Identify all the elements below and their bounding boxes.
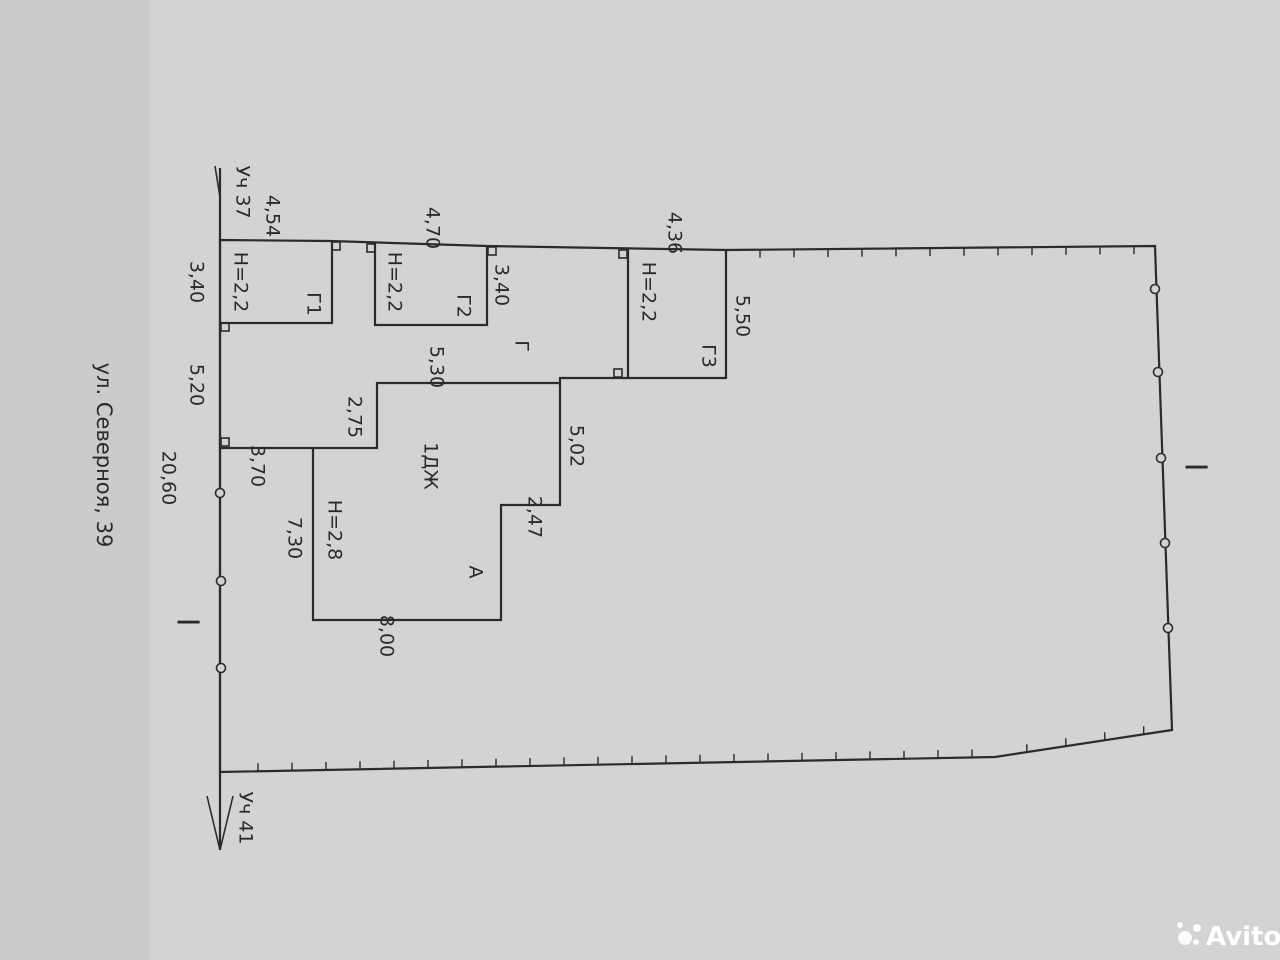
g2-height-label: H=2,2 (384, 252, 406, 312)
plot-boundary (218, 168, 1174, 850)
yard-name-label: Г (511, 340, 533, 352)
g1-height-label: H=2,2 (230, 252, 252, 312)
dim-g2-depth: 3,40 (491, 264, 513, 306)
neighbor-top-label: Уч 37 (232, 165, 254, 218)
g3-height-label: H=2,2 (638, 262, 660, 322)
boundary-posts (214, 283, 1174, 674)
g3-name-label: Г3 (698, 344, 720, 368)
outbuilding-g1 (220, 241, 341, 332)
site-annotations: Уч 37 Уч 41 ул. Северноя, 39 I I (92, 165, 1213, 844)
g1-name-label: Г1 (303, 292, 325, 316)
house-name-label: А (465, 566, 487, 579)
dim-street-frontage: 20,60 (158, 451, 180, 505)
dimension-labels: 4,54 4,70 4,36 3,40 3,40 5,50 5,20 5,30 … (158, 195, 754, 657)
dim-house-step: 2,47 (524, 496, 546, 538)
house-outline (220, 376, 628, 622)
dim-yard-left: 5,20 (186, 364, 208, 406)
avito-watermark: Avito (1177, 922, 1280, 952)
post-marker (1155, 452, 1167, 464)
neighbor-arrow-top (214, 165, 221, 198)
dim-house-right-upper: 5,02 (566, 425, 588, 467)
dim-house-front: 3,70 (247, 445, 269, 487)
section-mark-right: I (1178, 463, 1213, 472)
neighbor-arrow-bottom (206, 795, 234, 851)
dim-top-g1: 4,54 (262, 195, 284, 237)
post-marker (1162, 622, 1174, 634)
house-height-label: H=2,8 (324, 500, 346, 560)
watermark-text: Avito (1206, 922, 1280, 952)
house-code-label: 1ДЖ (420, 442, 442, 490)
plot-outline (218, 238, 1174, 774)
building-labels: H=2,2 Г1 H=2,2 Г2 H=2,2 Г3 Г 1ДЖ H=2,8 А (230, 252, 720, 579)
g2-name-label: Г2 (453, 294, 475, 318)
section-mark-left: I (170, 618, 205, 627)
post-marker (215, 575, 227, 587)
dim-house-depth: 7,30 (284, 517, 306, 559)
outbuilding-g2 (366, 243, 497, 327)
fence-ticks (257, 246, 1145, 772)
post-marker (1149, 283, 1161, 295)
post-marker (214, 487, 226, 499)
post-marker (215, 662, 227, 674)
paper-shadow (0, 0, 150, 960)
dim-top-g2: 4,70 (422, 207, 444, 249)
dim-yard-step: 5,30 (426, 346, 448, 388)
dim-top-g3: 4,36 (664, 212, 686, 254)
post-marker (1159, 537, 1171, 549)
dim-g3-depth: 5,50 (732, 295, 754, 337)
avito-logo-icon (1178, 931, 1192, 945)
dim-house-back: 8,00 (376, 615, 398, 657)
post-marker (1152, 366, 1164, 378)
street-name-label: ул. Северноя, 39 (92, 363, 116, 548)
neighbor-bottom-label: Уч 41 (235, 791, 257, 844)
dim-g1-depth: 3,40 (186, 261, 208, 303)
dim-house-notch: 2,75 (344, 396, 366, 438)
